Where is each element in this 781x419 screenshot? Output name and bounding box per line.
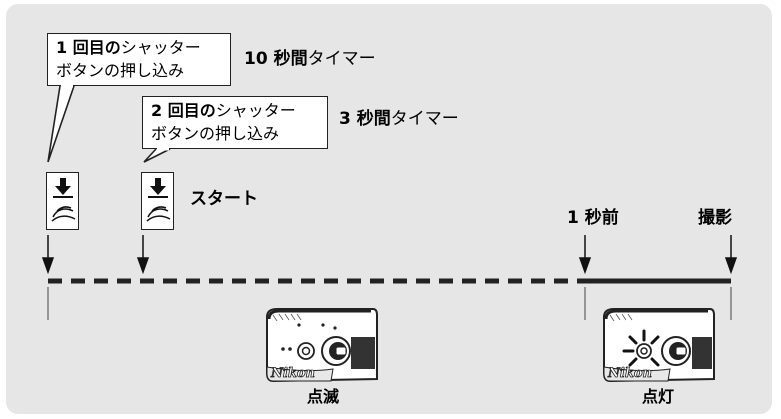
first-press-bold: 1 回目の bbox=[56, 38, 121, 57]
start-label: スタート bbox=[190, 189, 258, 209]
blinking-label: 点滅 bbox=[307, 387, 340, 406]
first-press-line2: ボタンの押し込み bbox=[56, 61, 185, 80]
first-press-shutter: シャッター bbox=[120, 38, 201, 57]
shutter-press-icon-2-glyph bbox=[146, 178, 171, 222]
second-press-callout: 2 回目のシャッター ボタンの押し込み bbox=[142, 96, 328, 149]
shutter-press-icon-1-glyph bbox=[51, 178, 76, 222]
camera-blinking: Nikon bbox=[263, 307, 379, 385]
shutter-press-icon-2 bbox=[141, 172, 174, 230]
camera-lit-brand: Nikon bbox=[608, 366, 653, 381]
camera-blinking-brand: Nikon bbox=[271, 366, 316, 381]
timeline-arrows bbox=[41, 235, 738, 275]
second-press-line2: ボタンの押し込み bbox=[151, 124, 280, 143]
second-press-bold: 2 回目の bbox=[151, 101, 216, 120]
shoot-label: 撮影 bbox=[698, 208, 732, 228]
timer-10s-rest: タイマー bbox=[307, 49, 376, 69]
callout1-pointer bbox=[47, 85, 75, 163]
shutter-press-icon-1 bbox=[46, 172, 79, 230]
callout2-pointer bbox=[143, 148, 171, 163]
second-press-shutter: シャッター bbox=[215, 101, 296, 120]
timer-10s-bold: 10 秒間 bbox=[244, 49, 308, 69]
camera-blinking-drawing bbox=[266, 308, 378, 383]
one-second-before-label: 1 秒前 bbox=[567, 208, 619, 228]
lit-label: 点灯 bbox=[642, 387, 675, 406]
timer-10s-label: 10 秒間タイマー bbox=[244, 51, 376, 68]
timer-3s-label: 3 秒間タイマー bbox=[339, 111, 459, 128]
first-press-callout: 1 回目のシャッター ボタンの押し込み bbox=[47, 33, 231, 86]
timer-3s-bold: 3 秒間 bbox=[339, 109, 391, 129]
camera-lit-drawing bbox=[603, 308, 715, 383]
timer-3s-rest: タイマー bbox=[390, 109, 459, 129]
camera-lit: Nikon bbox=[600, 307, 716, 385]
